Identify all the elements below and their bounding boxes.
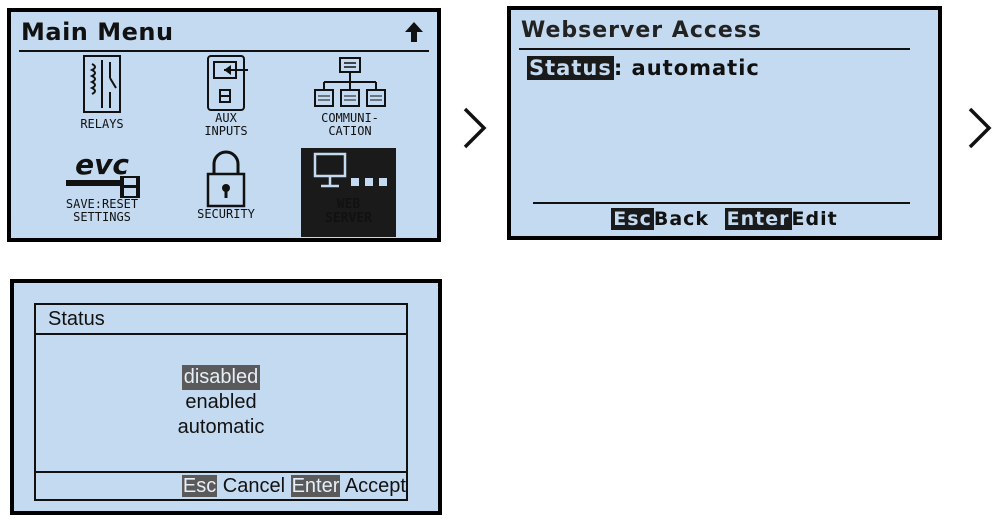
communication-icon: [314, 57, 386, 107]
option-automatic[interactable]: automatic: [177, 416, 265, 438]
tile-label: AUX: [215, 111, 237, 125]
enter-key[interactable]: Enter: [290, 475, 341, 497]
softkey-bar: Esc Cancel Enter Accept: [36, 471, 406, 499]
esc-key[interactable]: Esc: [611, 208, 654, 230]
title-divider: [519, 48, 910, 50]
up-arrow-icon[interactable]: [405, 22, 423, 42]
footer-divider: [533, 202, 910, 204]
chevron-right-icon: [968, 107, 992, 149]
cancel-label[interactable]: Cancel: [217, 475, 291, 497]
dialog-title: Status: [36, 305, 406, 335]
tile-label: SETTINGS: [73, 210, 131, 224]
aux-inputs-icon: [207, 55, 248, 111]
tile-label: INPUTS: [204, 124, 248, 138]
tile-label: COMMUNI-: [321, 111, 379, 125]
relays-icon: [83, 55, 121, 113]
title-divider: [19, 50, 429, 52]
tile-label: CATION: [328, 124, 372, 138]
status-options-list: disabled enabled automatic: [36, 365, 406, 440]
status-dialog-screen: Status disabled enabled automatic Esc Ca…: [10, 279, 442, 515]
tile-label: RELAYS: [80, 117, 124, 131]
menu-tile-relays[interactable]: RELAYS: [47, 54, 157, 131]
status-key-highlight[interactable]: Status: [527, 56, 614, 80]
screen-title: Webserver Access: [521, 18, 763, 43]
screen-title: Main Menu: [21, 18, 174, 46]
option-enabled[interactable]: enabled: [185, 391, 257, 413]
menu-tile-save-reset-settings[interactable]: evc SAVE:RESET SETTINGS: [47, 150, 157, 224]
status-dialog: Status disabled enabled automatic Esc Ca…: [34, 303, 408, 501]
tile-label: SECURITY: [197, 207, 255, 221]
menu-tile-aux-inputs[interactable]: AUX INPUTS: [171, 54, 281, 138]
chevron-right-icon: [463, 107, 487, 149]
accept-label[interactable]: Accept: [340, 475, 406, 497]
menu-tile-web-server[interactable]: WEB SERVER: [301, 148, 396, 237]
back-label[interactable]: Back: [653, 208, 710, 230]
status-setting-row[interactable]: Status: automatic: [527, 56, 760, 80]
edit-label[interactable]: Edit: [791, 208, 838, 230]
menu-tile-security[interactable]: SECURITY: [171, 150, 281, 221]
tile-label: SAVE:RESET: [65, 197, 139, 211]
main-menu-screen: Main Menu RELAYS AUX INPUTS: [7, 8, 441, 242]
menu-tile-communication[interactable]: COMMUNI- CATION: [295, 56, 405, 138]
evc-logo-text: evc: [75, 150, 129, 181]
esc-key[interactable]: Esc: [181, 475, 218, 497]
web-server-icon: [313, 152, 387, 188]
padlock-icon: [206, 150, 246, 208]
tile-label: WEB: [336, 197, 361, 212]
evc-save-icon: evc: [66, 150, 140, 198]
option-disabled[interactable]: disabled: [181, 365, 261, 390]
enter-key[interactable]: Enter: [724, 208, 792, 230]
status-value: : automatic: [613, 56, 760, 80]
tile-label: SERVER: [325, 211, 372, 226]
